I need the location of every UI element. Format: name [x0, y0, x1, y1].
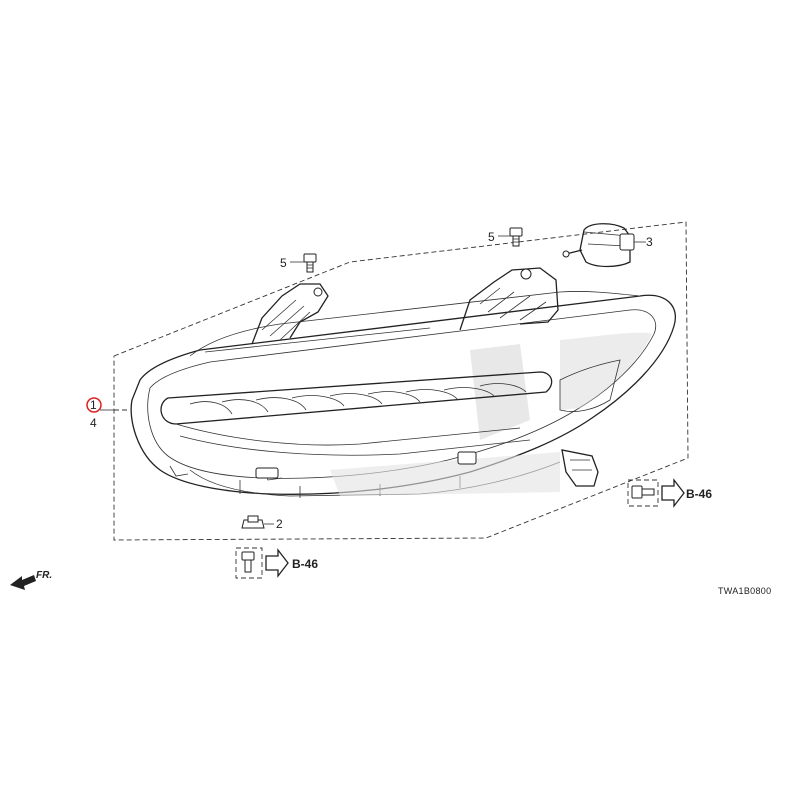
fastener-bottom[interactable]	[235, 547, 263, 579]
fastener-right[interactable]	[627, 479, 659, 507]
assembly-frame	[113, 221, 689, 541]
callout-part-5-left[interactable]: 5	[280, 256, 287, 270]
svg-text:B-46: B-46	[292, 557, 318, 571]
front-direction-indicator: FR.	[10, 570, 52, 590]
front-arrow-icon	[10, 575, 36, 590]
screw-right[interactable]	[509, 227, 523, 247]
callout-part-3[interactable]: 3	[646, 235, 653, 249]
headlight-assembly[interactable]	[130, 291, 676, 498]
screw-left[interactable]	[303, 253, 317, 273]
right-mounting-bracket[interactable]	[459, 267, 559, 331]
callout-part-1[interactable]: 1	[90, 398, 97, 412]
leveling-actuator[interactable]	[562, 223, 635, 268]
left-mounting-bracket[interactable]	[251, 283, 329, 345]
part-1-highlight-ring	[86, 397, 102, 413]
svg-text:FR.: FR.	[36, 570, 52, 581]
reference-b46-right[interactable]: B-46	[661, 478, 712, 508]
callout-part-5-right[interactable]: 5	[488, 230, 495, 244]
led-segments	[189, 383, 527, 415]
lower-connector-bracket[interactable]	[561, 449, 599, 487]
callout-part-2[interactable]: 2	[276, 517, 283, 531]
diagram-code: TWA1B0800	[718, 586, 771, 596]
reference-b46-bottom[interactable]: B-46	[265, 548, 318, 578]
clip-nut[interactable]	[241, 515, 265, 529]
leader-lines	[100, 235, 646, 525]
callout-part-4[interactable]: 4	[90, 416, 97, 430]
svg-text:B-46: B-46	[686, 487, 712, 501]
